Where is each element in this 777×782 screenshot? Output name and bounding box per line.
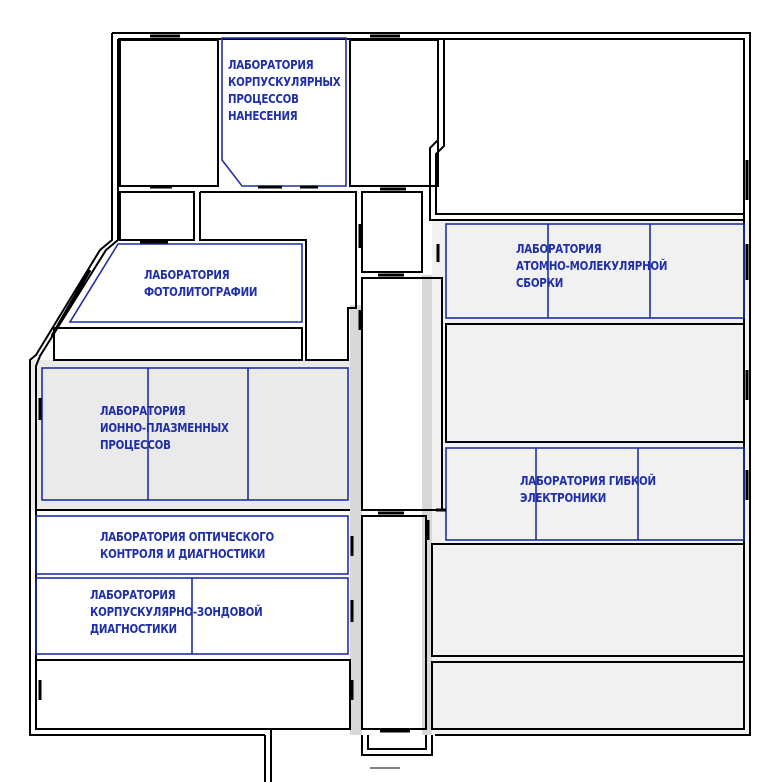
label-line: КОРПУСКУЛЯРНЫХ <box>228 74 341 89</box>
label-line: СБОРКИ <box>516 275 564 290</box>
doors <box>38 34 749 733</box>
label-line: ЛАБОРАТОРИЯ <box>516 241 602 256</box>
corridor-vertical-left <box>350 305 362 735</box>
label-line: ЛАБОРАТОРИЯ <box>144 267 230 282</box>
lab-label-atomic-molecular: ЛАБОРАТОРИЯ АТОМНО-МОЛЕКУЛЯРНОЙ СБОРКИ <box>516 240 667 291</box>
rooms <box>35 39 745 730</box>
label-line: ЛАБОРАТОРИЯ ОПТИЧЕСКОГО <box>100 529 275 544</box>
label-line: ЛАБОРАТОРИЯ ГИБКОЙ <box>520 473 656 488</box>
lab-label-photolithography: ЛАБОРАТОРИЯ ФОТОЛИТОГРАФИИ <box>144 266 257 300</box>
label-line: НАНЕСЕНИЯ <box>228 108 298 123</box>
lab-label-flexible-electronics: ЛАБОРАТОРИЯ ГИБКОЙ ЭЛЕКТРОНИКИ <box>520 472 656 506</box>
label-line: КОРПУСКУЛЯРНО-ЗОНДОВОЙ <box>90 604 263 619</box>
label-line: ИОННО-ПЛАЗМЕННЫХ <box>100 420 229 435</box>
label-line: ФОТОЛИТОГРАФИИ <box>144 284 258 299</box>
lab-label-probe-diagnostics: ЛАБОРАТОРИЯ КОРПУСКУЛЯРНО-ЗОНДОВОЙ ДИАГН… <box>90 586 263 637</box>
lab-label-corpuscular-deposition: ЛАБОРАТОРИЯ КОРПУСКУЛЯРНЫХ ПРОЦЕССОВ НАН… <box>228 56 341 124</box>
lab-label-ion-plasma: ЛАБОРАТОРИЯ ИОННО-ПЛАЗМЕННЫХ ПРОЦЕССОВ <box>100 402 229 453</box>
label-line: ПРОЦЕССОВ <box>100 437 171 452</box>
label-line: ЛАБОРАТОРИЯ <box>100 403 186 418</box>
label-line: ДИАГНОСТИКИ <box>90 621 177 636</box>
label-line: АТОМНО-МОЛЕКУЛЯРНОЙ <box>516 258 668 273</box>
entrance <box>264 729 433 782</box>
corridor-vertical-right <box>422 275 432 735</box>
lab-outlines <box>35 37 745 655</box>
label-line: ЛАБОРАТОРИЯ <box>90 587 176 602</box>
lab-label-optical-control: ЛАБОРАТОРИЯ ОПТИЧЕСКОГО КОНТРОЛЯ И ДИАГН… <box>100 528 274 562</box>
label-line: КОНТРОЛЯ И ДИАГНОСТИКИ <box>100 546 266 561</box>
label-line: ЭЛЕКТРОНИКИ <box>520 490 607 505</box>
corridor-west <box>30 360 350 510</box>
label-line: ЛАБОРАТОРИЯ <box>228 57 314 72</box>
label-line: ПРОЦЕССОВ <box>228 91 299 106</box>
corridor-east <box>432 220 750 735</box>
